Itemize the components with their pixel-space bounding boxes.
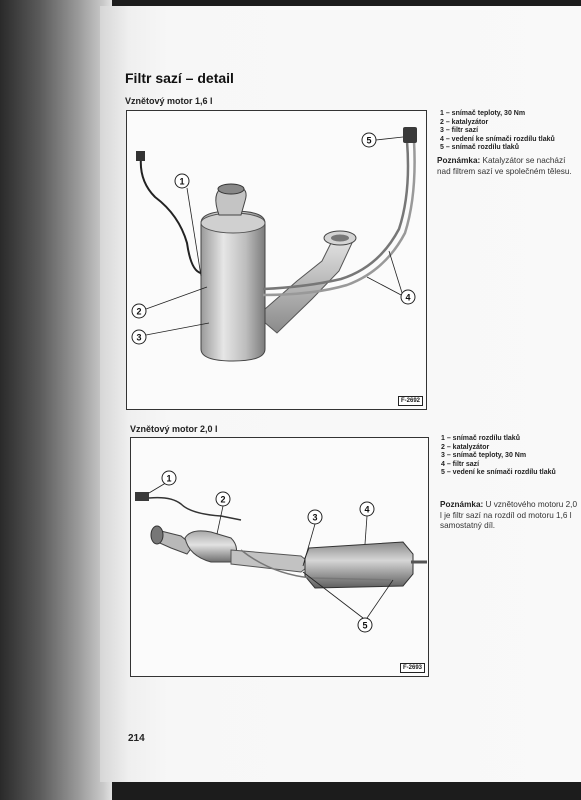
legend-item: 2 – katalyzátor (441, 443, 490, 451)
svg-text:2: 2 (136, 307, 141, 317)
figure2-code: F-2693 (399, 663, 425, 673)
svg-text:5: 5 (362, 621, 367, 631)
callout-4: 4 (366, 250, 416, 305)
callout-1: 1 (148, 470, 177, 494)
legend-item: 5 – snímač rozdílu tlaků (440, 144, 519, 152)
legend-item: 5 – vedení ke snímači rozdílu tlaků (441, 469, 556, 477)
callout-1: 1 (174, 173, 202, 277)
callout-3: 3 (131, 322, 210, 345)
figure2-drawing: 1 2 3 4 5 (135, 470, 427, 633)
pressure-line-b (262, 140, 416, 297)
legend-item: 4 – vedení ke snímači rozdílu tlaků (440, 135, 555, 143)
dpf-body (304, 541, 414, 589)
callout-3: 3 (302, 509, 323, 567)
callout-5: 5 (302, 571, 394, 633)
figure2-heading: Vznětový motor 2,0 l (130, 424, 218, 434)
legend-item: 3 – filtr sazí (440, 127, 479, 135)
callout-2: 2 (131, 286, 208, 319)
svg-text:1: 1 (166, 474, 171, 484)
pressure-sensor (403, 127, 417, 143)
temp-sensor-cable (139, 156, 202, 274)
pressure-sensor (135, 492, 149, 501)
callout-2: 2 (215, 491, 231, 535)
svg-text:5: 5 (366, 136, 371, 146)
figure1-legend: 1 – snímač teploty, 30 Nm 2 – katalyzáto… (440, 110, 555, 153)
page-title: Filtr sazí – detail (125, 70, 234, 86)
figure2-legend: 1 – snímač rozdílu tlaků 2 – katalyzátor… (441, 435, 556, 478)
note-label: Poznámka: (440, 500, 484, 509)
svg-text:4: 4 (364, 505, 369, 515)
legend-item: 3 – snímač teploty, 30 Nm (441, 452, 527, 460)
note-text: Katalyzátor se nachází nad filtrem sazí … (437, 156, 572, 176)
callout-4: 4 (359, 501, 375, 545)
note-label: Poznámka: (437, 156, 481, 165)
pressure-line-a (262, 140, 410, 291)
catalyst-body (184, 530, 237, 563)
book-spine-shadow (0, 0, 112, 800)
pressure-sensor-cable (148, 496, 242, 521)
figure1-note: Poznámka: Katalyzátor se nachází nad fil… (437, 156, 577, 177)
svg-text:3: 3 (136, 333, 141, 343)
page-number: 214 (128, 733, 145, 744)
figure1-drawing: 1 2 3 4 5 (131, 127, 417, 362)
legend-item: 4 – filtr sazí (441, 460, 480, 468)
callout-5: 5 (361, 132, 404, 148)
svg-text:1: 1 (179, 177, 184, 187)
exhaust-pipe (256, 232, 353, 334)
legend-item: 2 – katalyzátor (440, 118, 489, 126)
svg-text:3: 3 (312, 513, 317, 523)
figure2-illustration: 1 2 3 4 5 F-2693 (130, 437, 429, 677)
legend-item: 1 – snímač teploty, 30 Nm (440, 110, 526, 117)
figure2-note: Poznámka: U vznětového motoru 2,0 l je f… (440, 500, 578, 532)
figure1-illustration: 1 2 3 4 5 F-2692 (126, 110, 427, 410)
svg-text:2: 2 (220, 495, 225, 505)
svg-text:4: 4 (405, 293, 410, 303)
figure1-heading: Vznětový motor 1,6 l (125, 96, 213, 106)
legend-item: 1 – snímač rozdílu tlaků (441, 435, 520, 442)
figure1-code: F-2692 (397, 396, 423, 406)
note-text: U vznětového motoru 2,0 l je filtr sazí … (440, 500, 577, 530)
